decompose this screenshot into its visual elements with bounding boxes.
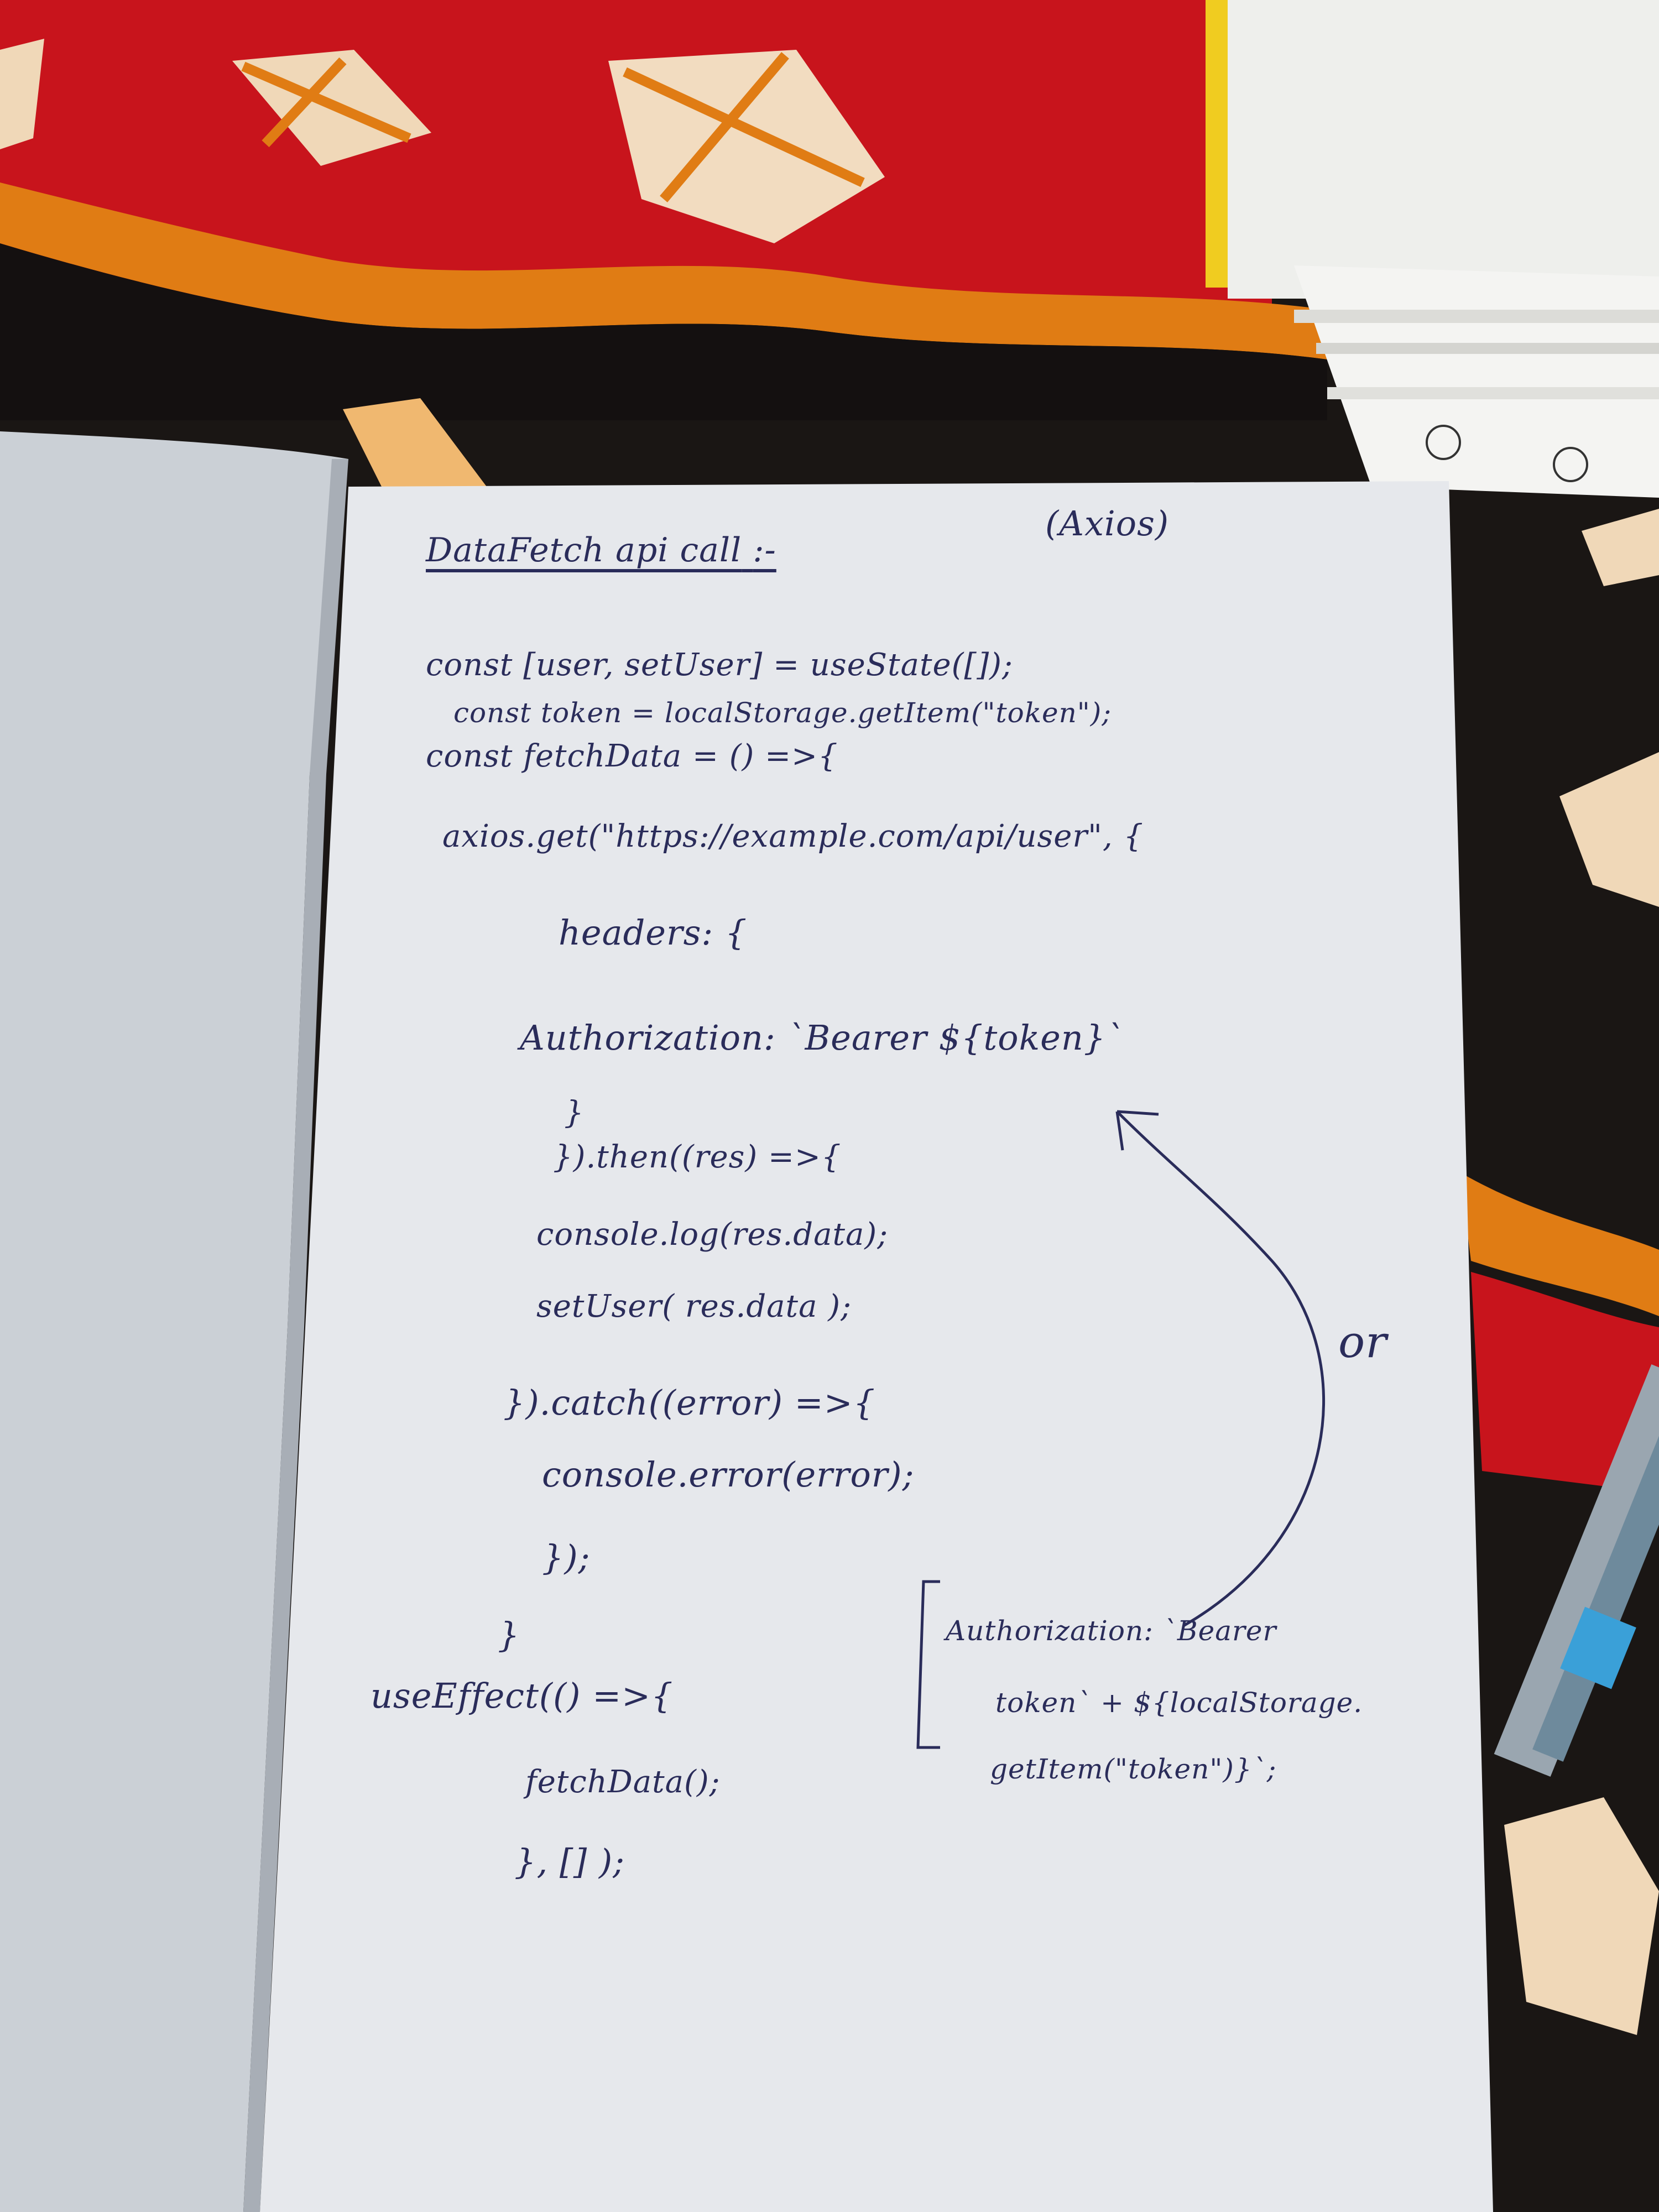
code-line: }).catch((error) =>{	[503, 1383, 876, 1423]
page-title: DataFetch api call :-	[426, 531, 776, 570]
cloth-motif	[343, 398, 487, 498]
code-line: console.log(res.data);	[536, 1217, 889, 1253]
cloth-motif	[0, 39, 44, 149]
alternative-line: getItem("token")}`;	[990, 1753, 1277, 1785]
left-notebook-page	[0, 431, 348, 2212]
code-line: Authorization: `Bearer ${token}`	[520, 1018, 1124, 1058]
library-label: (Axios)	[1045, 503, 1170, 544]
orange-cloth-stripe	[0, 182, 1327, 359]
alternative-line: token` + ${localStorage.	[995, 1687, 1363, 1719]
notebook-page	[260, 481, 1493, 2212]
right-cream-motif	[1582, 509, 1659, 586]
code-line: }).then((res) =>{	[553, 1139, 842, 1175]
page-title-suffix: :-	[753, 531, 776, 570]
right-cream-motif	[1504, 1797, 1659, 2035]
code-line: }, [] );	[514, 1841, 625, 1882]
code-line: });	[542, 1537, 591, 1578]
connector-arrow	[1116, 1110, 1325, 1627]
right-orange-stripe	[1460, 1172, 1659, 1316]
code-line: setUser( res.data );	[536, 1288, 852, 1324]
page-title-text: DataFetch api call	[426, 531, 742, 570]
code-line: headers: {	[559, 912, 748, 953]
right-red-patch	[1471, 1272, 1659, 1493]
code-line: }	[498, 1615, 520, 1655]
right-cream-motif	[1559, 752, 1659, 907]
code-line: const fetchData = () =>{	[426, 738, 838, 774]
code-line: axios.get("https://example.com/api/user"…	[442, 818, 1144, 854]
code-line: useEffect(() =>{	[371, 1676, 674, 1716]
black-cloth-stripe	[0, 243, 1327, 420]
code-line: }	[564, 1095, 585, 1131]
alternative-label: or	[1338, 1316, 1387, 1368]
paper-stack	[1228, 0, 1659, 299]
code-line: console.error(error);	[542, 1454, 915, 1495]
code-line: const [user, setUser] = useState([]);	[426, 647, 1013, 683]
code-line: const token = localStorage.getItem("toke…	[453, 697, 1112, 729]
alternative-bracket	[916, 1580, 940, 1749]
code-line: fetchData();	[525, 1764, 721, 1800]
alternative-line: Authorization: `Bearer	[946, 1615, 1277, 1647]
red-book	[1059, 0, 1230, 136]
